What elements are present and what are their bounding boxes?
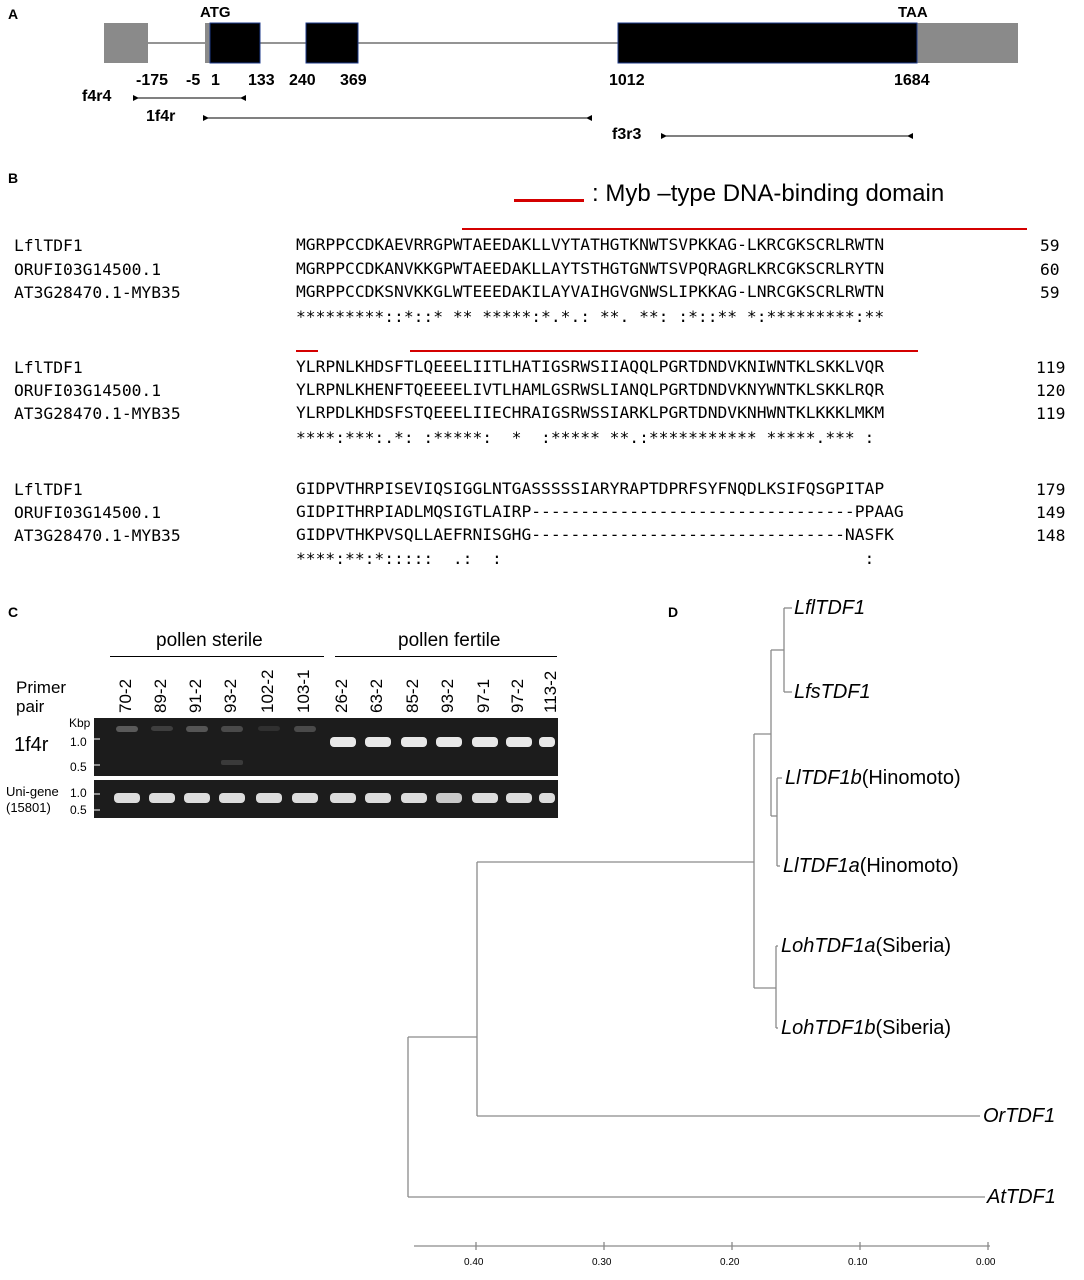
seq-name: LflTDF1 bbox=[14, 358, 83, 377]
axis-tick-label: 0.10 bbox=[848, 1257, 868, 1268]
primer-label-1f4r: 1f4r bbox=[146, 108, 176, 125]
consensus-line: *********::*::* ** *****:*.*.: **. **: :… bbox=[296, 307, 885, 326]
seq-name: AT3G28470.1-MYB35 bbox=[14, 404, 181, 423]
group-label-sterile: pollen sterile bbox=[156, 630, 263, 651]
group-bracket-sterile bbox=[110, 656, 324, 657]
seq-name: LflTDF1 bbox=[14, 236, 83, 255]
kbp-label: Kbp bbox=[69, 716, 91, 730]
domain-bar bbox=[410, 350, 918, 352]
legend-red-swatch bbox=[514, 199, 584, 202]
position-label: 133 bbox=[248, 72, 275, 89]
marker-label: 1.0 bbox=[70, 735, 87, 749]
marker-label: 1.0 bbox=[70, 786, 87, 800]
axis-tick-label: 0.20 bbox=[720, 1257, 740, 1268]
domain-bar bbox=[296, 350, 318, 352]
axis-tick-label: 0.40 bbox=[464, 1257, 484, 1268]
gel-image bbox=[94, 718, 558, 818]
stop-codon-label: TAA bbox=[898, 4, 928, 21]
seq-name: ORUFI03G14500.1 bbox=[14, 260, 162, 279]
taxon-label: LfsTDF1 bbox=[794, 681, 871, 703]
seq-name: AT3G28470.1-MYB35 bbox=[14, 283, 181, 302]
utr-5-box bbox=[104, 23, 148, 63]
position-label: 1684 bbox=[894, 72, 930, 89]
taxon-label: LlTDF1a(Hinomoto) bbox=[783, 855, 959, 877]
seq-position: 119 bbox=[1036, 358, 1066, 377]
seq-name: AT3G28470.1-MYB35 bbox=[14, 526, 181, 545]
marker-label: 0.5 bbox=[70, 803, 87, 817]
utr-3-box bbox=[917, 23, 1018, 63]
taxon-label: LohTDF1a(Siberia) bbox=[781, 935, 952, 957]
primer-label-f4r4: f4r4 bbox=[82, 88, 112, 105]
panel-letter-c: C bbox=[8, 604, 19, 620]
position-label: 240 bbox=[289, 72, 316, 89]
taxon-label: LflTDF1 bbox=[794, 597, 866, 619]
position-label: 1012 bbox=[609, 72, 645, 89]
start-codon-label: ATG bbox=[200, 4, 231, 21]
panel-letter-d: D bbox=[668, 604, 679, 620]
axis-tick-label: 0.00 bbox=[976, 1257, 996, 1268]
seq-residues: GIDPVTHKPVSQLLAEFRNISGHG----------------… bbox=[296, 525, 894, 544]
primer-pair-label: Primer pair bbox=[16, 678, 67, 716]
exon-1 bbox=[209, 22, 261, 64]
seq-position: 179 bbox=[1036, 480, 1066, 499]
group-label-fertile: pollen fertile bbox=[398, 630, 501, 651]
seq-position: 120 bbox=[1036, 381, 1066, 400]
legend-label: : Myb –type DNA-binding domain bbox=[592, 180, 945, 207]
utr-5-exon-box bbox=[205, 23, 211, 63]
seq-residues: GIDPITHRPIADLMQSIGTLAIRP----------------… bbox=[296, 502, 904, 521]
domain-bar bbox=[462, 228, 1027, 230]
position-label: -175 bbox=[136, 72, 169, 89]
seq-name: ORUFI03G14500.1 bbox=[14, 381, 162, 400]
taxon-label: LlTDF1b(Hinomoto) bbox=[785, 767, 961, 789]
seq-residues: YLRPNLKHDSFTLQEEELIITLHATIGSRWSIIAQQLPGR… bbox=[296, 357, 885, 376]
seq-position: 59 bbox=[1040, 283, 1060, 302]
panel-letter-a: A bbox=[8, 6, 19, 22]
taxon-label: AtTDF1 bbox=[987, 1186, 1056, 1208]
taxon-label: LohTDF1b(Siberia) bbox=[781, 1017, 952, 1039]
row-label-1f4r: 1f4r bbox=[14, 734, 49, 756]
row-label-unigene: Uni-gene (15801) bbox=[6, 784, 59, 815]
primer-label-f3r3: f3r3 bbox=[612, 126, 642, 143]
group-bracket-fertile bbox=[335, 656, 557, 657]
seq-residues: MGRPPCCDKANVKKGPWTAEEDAKLLAYTSTHGTGNWTSV… bbox=[296, 259, 885, 278]
gene-structure-diagram bbox=[104, 22, 1018, 139]
axis-tick-label: 0.30 bbox=[592, 1257, 612, 1268]
seq-position: 59 bbox=[1040, 236, 1060, 255]
seq-name: LflTDF1 bbox=[14, 480, 83, 499]
panel-letter-b: B bbox=[8, 170, 19, 186]
seq-residues: MGRPPCCDKSNVKKGLWTEEEDAKILAYVAIHGVGNWSLI… bbox=[296, 282, 885, 301]
seq-position: 119 bbox=[1036, 404, 1066, 423]
seq-position: 148 bbox=[1036, 526, 1066, 545]
seq-position: 149 bbox=[1036, 503, 1066, 522]
position-label: 369 bbox=[340, 72, 367, 89]
marker-label: 0.5 bbox=[70, 760, 87, 774]
exon-3 bbox=[617, 22, 918, 64]
seq-residues: YLRPDLKHDSFSTQEEELIIECHRAIGSRWSSIARKLPGR… bbox=[296, 403, 885, 422]
consensus-line: ****:***:.*: :*****: * :***** **.:******… bbox=[296, 428, 875, 447]
taxon-label: OrTDF1 bbox=[983, 1105, 1056, 1127]
position-label: 1 bbox=[211, 72, 220, 89]
position-label: -5 bbox=[186, 72, 201, 89]
seq-residues: YLRPNLKHENFTQEEEELIVTLHAMLGSRWSLIANQLPGR… bbox=[296, 380, 885, 399]
consensus-line: ****:**:*::::: .: : : bbox=[296, 549, 875, 568]
seq-position: 60 bbox=[1040, 260, 1060, 279]
seq-residues: GIDPVTHRPISEVIQSIGGLNTGASSSSSIARYRAPTDPR… bbox=[296, 479, 885, 498]
seq-residues: MGRPPCCDKAEVRRGPWTAEEDAKLLVYTATHGTKNWTSV… bbox=[296, 235, 885, 254]
seq-name: ORUFI03G14500.1 bbox=[14, 503, 162, 522]
exon-2 bbox=[305, 22, 359, 64]
